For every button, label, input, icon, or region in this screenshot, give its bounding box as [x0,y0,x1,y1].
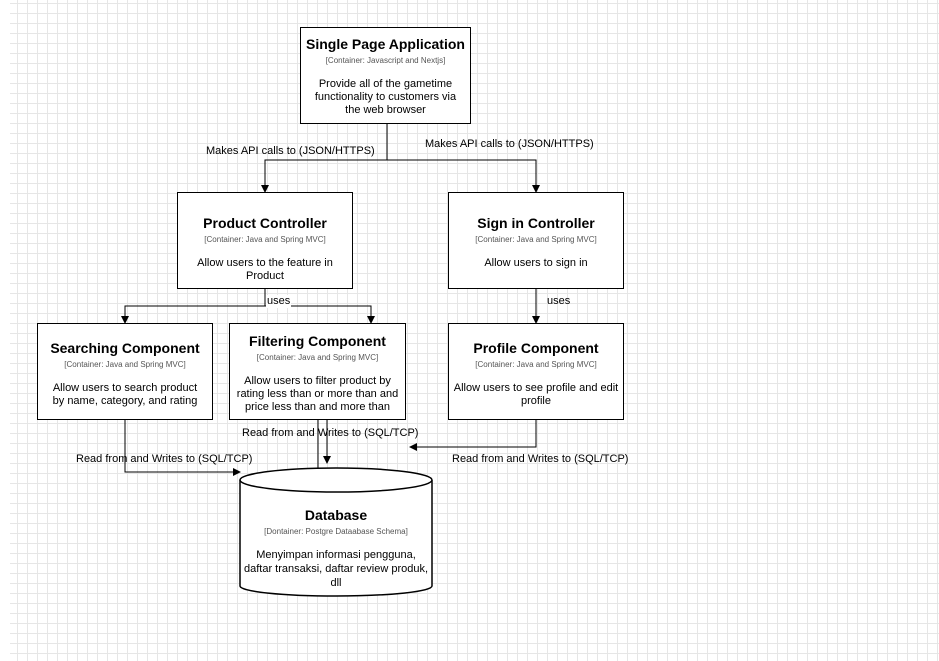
profile-component-container[interactable]: Profile Component [Container: Java and S… [448,323,624,420]
signin-controller-desc: Allow users to sign in [484,257,588,269]
profile-component-desc: Allow users to see profile and edit prof… [453,382,619,407]
edge-label-signin-uses: uses [547,295,571,307]
spa-container[interactable]: Single Page Application [Container: Java… [300,27,471,124]
profile-component-title: Profile Component [473,340,599,356]
product-controller-title: Product Controller [203,215,327,231]
edge-label-profile-db: Read from and Writes to (SQL/TCP) [452,453,629,465]
database-cylinder[interactable] [239,467,433,597]
searching-component-desc: Allow users to search product by name, c… [52,382,198,407]
signin-controller-container[interactable]: Sign in Controller [Container: Java and … [448,192,624,289]
edge-label-filtering-db: Read from and Writes to (SQL/TCP) [242,427,419,439]
edge-spa-signin[interactable] [387,159,540,193]
edge-label-product-uses: uses [266,295,292,308]
searching-component-container[interactable]: Searching Component [Container: Java and… [37,323,213,420]
database-content: Database [Dontainer: Postgre Dataabase S… [240,507,432,590]
signin-controller-title: Sign in Controller [477,215,595,231]
canvas-margin [0,0,10,661]
searching-component-title: Searching Component [50,340,200,356]
edge-spa-product[interactable] [261,124,388,193]
edge-searching-db[interactable] [124,420,241,476]
spa-tech: [Container: Javascript and Nextjs] [325,56,446,65]
edge-product-searching[interactable] [121,289,266,324]
edge-label-searching-db: Read from and Writes to (SQL/TCP) [76,453,253,465]
edge-profile-db[interactable] [409,420,537,451]
filtering-component-desc: Allow users to filter product by rating … [236,375,399,413]
signin-controller-tech: [Container: Java and Spring MVC] [475,235,597,244]
product-controller-container[interactable]: Product Controller [Container: Java and … [177,192,353,289]
profile-component-tech: [Container: Java and Spring MVC] [475,360,597,369]
edge-label-spa-product: Makes API calls to (JSON/HTTPS) [206,145,375,157]
edge-label-spa-signin: Makes API calls to (JSON/HTTPS) [425,138,594,150]
database-tech: [Dontainer: Postgre Dataabase Schema] [264,527,408,536]
spa-title: Single Page Application [306,36,465,52]
database-desc: Menyimpan informasi pengguna, daftar tra… [243,549,429,589]
searching-component-tech: [Container: Java and Spring MVC] [64,360,186,369]
database-title: Database [304,507,368,523]
product-controller-desc: Allow users to the feature in Product [197,257,333,282]
edge-product-filtering[interactable] [265,305,375,324]
spa-desc: Provide all of the gametime functionalit… [314,78,457,116]
product-controller-tech: [Container: Java and Spring MVC] [204,235,326,244]
filtering-component-tech: [Container: Java and Spring MVC] [256,353,379,362]
filtering-component-title: Filtering Component [249,333,386,349]
filtering-component-container[interactable]: Filtering Component [Container: Java and… [229,323,406,420]
